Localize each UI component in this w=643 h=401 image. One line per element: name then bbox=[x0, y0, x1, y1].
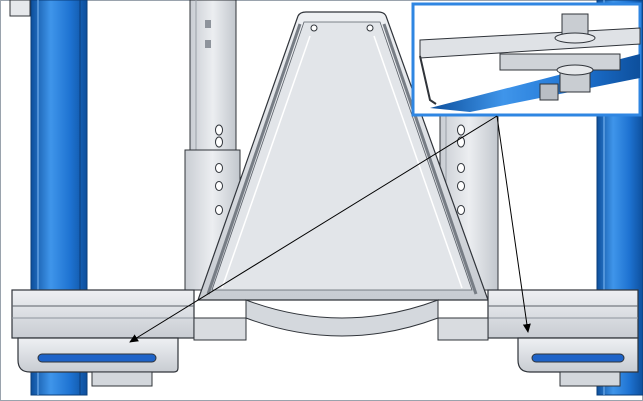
post-bolt-holes-left bbox=[215, 124, 223, 215]
bolt-detail-inset bbox=[411, 2, 642, 117]
bolt-head-icon bbox=[561, 13, 589, 35]
right-slot bbox=[531, 353, 625, 363]
callout-arrow-right bbox=[496, 115, 531, 333]
left-outer-bracket bbox=[9, 0, 31, 17]
callout-arrow-left bbox=[129, 115, 498, 343]
left-slotted-plate bbox=[17, 337, 179, 387]
callout-arrows bbox=[129, 115, 531, 343]
left-slot bbox=[37, 353, 157, 363]
right-slotted-plate bbox=[517, 337, 639, 387]
tapered-bracket bbox=[197, 11, 489, 337]
